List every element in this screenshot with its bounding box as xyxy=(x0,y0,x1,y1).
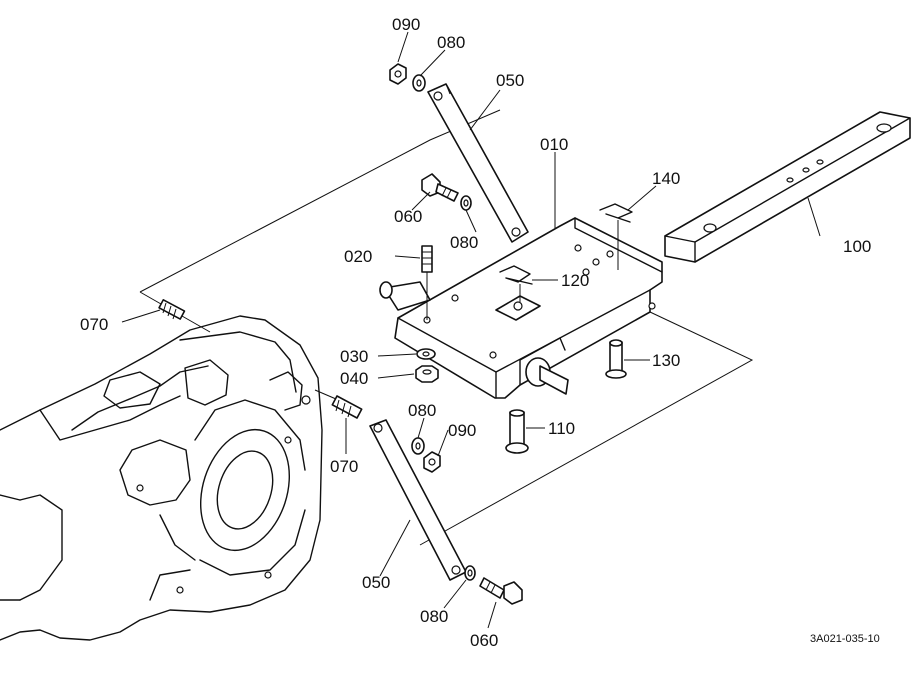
pin-130 xyxy=(605,339,627,379)
callout-080-lower-right: 080 xyxy=(408,401,436,420)
clip-140 xyxy=(599,203,633,270)
stud-020 xyxy=(421,245,433,320)
nut-090-upper xyxy=(389,63,407,85)
callout-020: 020 xyxy=(344,247,372,266)
callout-110: 110 xyxy=(548,419,575,438)
callout-060-lower: 060 xyxy=(470,631,498,650)
callout-060-upper: 060 xyxy=(394,207,422,226)
drawbar-100 xyxy=(664,111,911,263)
callout-080-middle: 080 xyxy=(450,233,478,252)
callout-120: 120 xyxy=(561,271,589,290)
nut-090-lower xyxy=(423,451,441,473)
callout-090-upper: 090 xyxy=(392,15,420,34)
callout-050-upper: 050 xyxy=(496,71,524,90)
clip-120 xyxy=(499,265,533,302)
drawing-reference-code: 3A021-035-10 xyxy=(810,633,880,645)
transmission-case xyxy=(0,315,323,641)
stud-070-lower xyxy=(331,395,363,419)
washer-080-upper xyxy=(412,74,426,92)
bracket-010 xyxy=(379,217,663,399)
callout-070-upper: 070 xyxy=(80,315,108,334)
leader-lines xyxy=(121,31,821,629)
callout-100: 100 xyxy=(843,237,871,256)
nut-040 xyxy=(415,365,439,383)
assembly-outline xyxy=(139,109,754,546)
washer-080-lower-right xyxy=(411,437,425,455)
callout-080-upper: 080 xyxy=(437,33,465,52)
callout-010: 010 xyxy=(540,135,568,154)
callout-070-lower: 070 xyxy=(330,457,358,476)
washer-080-middle xyxy=(460,195,472,211)
washer-030 xyxy=(416,348,436,360)
callout-050-lower: 050 xyxy=(362,573,390,592)
callout-140: 140 xyxy=(652,169,680,188)
callout-080-bottom: 080 xyxy=(420,607,448,626)
washer-080-bottom xyxy=(464,565,476,581)
stay-050-upper xyxy=(427,83,529,243)
callout-030: 030 xyxy=(340,347,368,366)
stud-070-upper xyxy=(158,299,186,320)
callout-090-lower: 090 xyxy=(448,421,476,440)
callout-labels: 090 080 050 010 140 060 080 100 020 120 … xyxy=(80,15,880,650)
callout-040: 040 xyxy=(340,369,368,388)
bolt-060-upper xyxy=(421,173,459,202)
bolt-060-lower xyxy=(479,577,523,605)
pin-110 xyxy=(505,409,529,454)
callout-130: 130 xyxy=(652,351,680,370)
